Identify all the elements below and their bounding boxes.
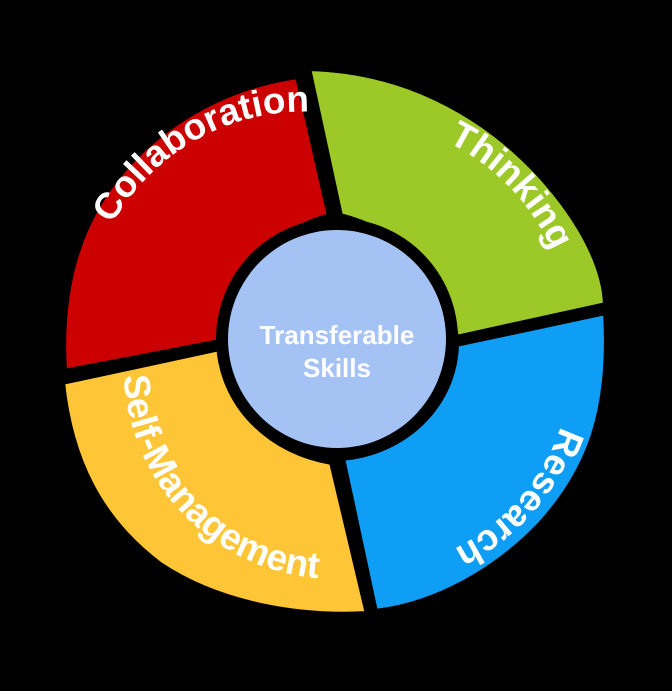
center-label-line-1: Transferable (260, 320, 415, 350)
center-circle (228, 230, 446, 448)
center-label-line-2: Skills (303, 353, 371, 383)
center-hub: Transferable Skills (216, 218, 458, 460)
segment-self-management: Self-Management (59, 345, 371, 618)
